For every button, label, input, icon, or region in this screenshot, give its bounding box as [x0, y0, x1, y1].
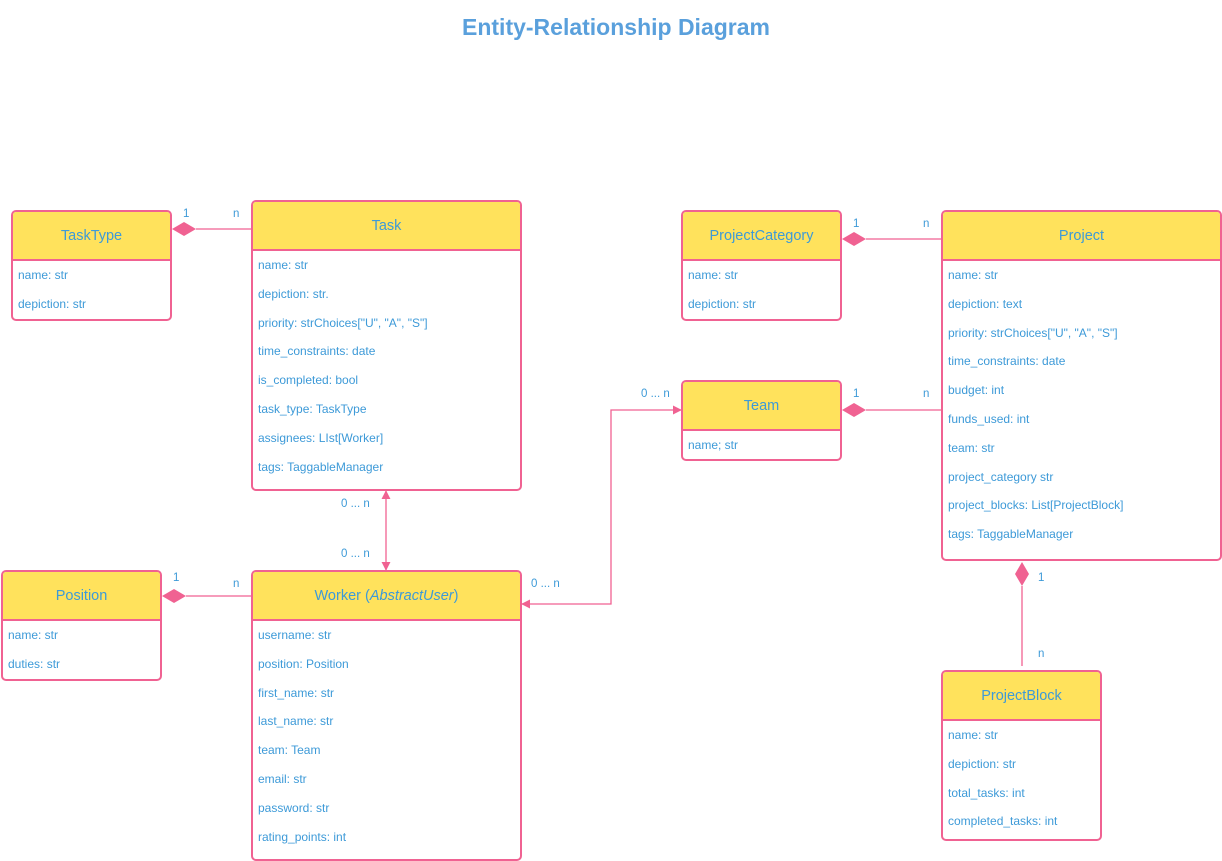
entity-name: ProjectBlock	[943, 672, 1100, 721]
composition-diamond-position	[162, 589, 186, 603]
entity-name-prefix: Worker (	[314, 587, 370, 604]
attribute: completed_tasks: int	[948, 814, 1058, 829]
entity-position[interactable]: Position name: str duties: str	[1, 570, 162, 681]
attribute: depiction: text	[948, 296, 1023, 311]
diagram-title: Entity-Relationship Diagram	[462, 14, 770, 40]
attribute-list: name: str duties: str	[3, 621, 160, 679]
attribute: last_name: str	[258, 714, 334, 729]
attribute: funds_used: int	[948, 411, 1030, 426]
attribute: name: str	[18, 268, 69, 282]
cardinality-worker-team-team-end: 0 ... n	[641, 388, 670, 400]
cardinality-project-many-team: n	[923, 388, 930, 400]
attribute-list: name: str depiction: str. priority: strC…	[253, 251, 520, 481]
attribute: rating_points: int	[258, 829, 347, 844]
attribute: team: Team	[258, 743, 321, 758]
attribute-list: name: str depiction: str	[13, 261, 170, 319]
entity-name: Worker (AbstractUser)	[253, 572, 520, 621]
entity-project[interactable]: Project name: str depiction: text priori…	[941, 210, 1222, 561]
entity-name: Team	[683, 382, 840, 431]
link-worker-team	[521, 405, 682, 609]
composition-diamond-project	[1015, 562, 1029, 586]
attribute: name; str	[688, 438, 739, 452]
entity-team[interactable]: Team name; str	[681, 380, 842, 461]
attribute: tags: TaggableManager	[258, 459, 384, 474]
entity-worker[interactable]: Worker (AbstractUser) username: str posi…	[251, 570, 522, 861]
entity-name-suffix: )	[453, 587, 459, 604]
attribute: priority: strChoices["U", "A", "S"]	[948, 325, 1118, 340]
cardinality-worker-team-worker-end: 0 ... n	[531, 578, 560, 590]
attribute: depiction: str	[18, 296, 87, 311]
cardinality-task-end: 0 ... n	[341, 498, 370, 510]
entity-task[interactable]: Task name: str depiction: str. priority:…	[251, 200, 522, 491]
attribute: name: str	[948, 268, 999, 282]
entity-name-abstract: AbstractUser	[369, 587, 454, 604]
attribute: total_tasks: int	[948, 785, 1025, 800]
attribute: project_category str	[948, 469, 1054, 484]
composition-diamond-team	[842, 403, 866, 417]
attribute: depiction: str.	[258, 286, 329, 301]
entity-name: Position	[3, 572, 160, 621]
entity-projectblock[interactable]: ProjectBlock name: str depiction: str to…	[941, 670, 1102, 841]
cardinality-position-one: 1	[173, 572, 180, 584]
attribute: first_name: str	[258, 685, 335, 700]
attribute: email: str	[258, 771, 307, 786]
entity-tasktype[interactable]: TaskType name: str depiction: str	[11, 210, 172, 321]
attribute: depiction: str	[948, 756, 1017, 771]
cardinality-projectblock-many: n	[1038, 648, 1045, 660]
attribute: time_constraints: date	[948, 354, 1066, 369]
attribute: team: str	[948, 440, 995, 455]
attribute: time_constraints: date	[258, 344, 376, 359]
entity-name: TaskType	[13, 212, 170, 261]
cardinality-worker-many: n	[233, 578, 240, 590]
entity-name: Project	[943, 212, 1220, 261]
attribute: name: str	[8, 628, 59, 642]
cardinality-projectcategory-one: 1	[853, 218, 860, 230]
attribute: name: str	[688, 268, 739, 282]
attribute-list: name; str	[683, 431, 840, 460]
composition-diamond-projectcategory	[842, 232, 866, 246]
attribute: password: str	[258, 800, 330, 815]
cardinality-task-many: n	[233, 208, 240, 220]
cardinality-project-one: 1	[1038, 572, 1045, 584]
cardinality-team-one: 1	[853, 388, 860, 400]
attribute: priority: strChoices["U", "A", "S"]	[258, 315, 428, 330]
attribute: username: str	[258, 628, 332, 642]
attribute: depiction: str	[688, 296, 757, 311]
cardinality-project-many-category: n	[923, 218, 930, 230]
attribute-list: username: str position: Position first_n…	[253, 621, 520, 851]
attribute: budget: int	[948, 383, 1005, 398]
entity-name: ProjectCategory	[683, 212, 840, 261]
entity-name: Task	[253, 202, 520, 251]
attribute: is_completed: bool	[258, 373, 359, 388]
attribute-list: name: str depiction: str	[683, 261, 840, 319]
attribute: tags: TaggableManager	[948, 527, 1074, 542]
attribute: task_type: TaskType	[258, 401, 367, 416]
attribute-list: name: str depiction: str total_tasks: in…	[943, 721, 1100, 836]
attribute: duties: str	[8, 656, 61, 671]
composition-diamond-tasktype	[172, 222, 196, 236]
attribute: position: Position	[258, 656, 349, 671]
attribute: assignees: LIst[Worker]	[258, 430, 384, 445]
attribute: name: str	[258, 258, 309, 272]
cardinality-tasktype-one: 1	[183, 208, 190, 220]
attribute: name: str	[948, 728, 999, 742]
cardinality-worker-end: 0 ... n	[341, 548, 370, 560]
attribute-list: name: str depiction: text priority: strC…	[943, 261, 1220, 549]
entity-projectcategory[interactable]: ProjectCategory name: str depiction: str	[681, 210, 842, 321]
attribute: project_blocks: List[ProjectBlock]	[948, 498, 1124, 513]
